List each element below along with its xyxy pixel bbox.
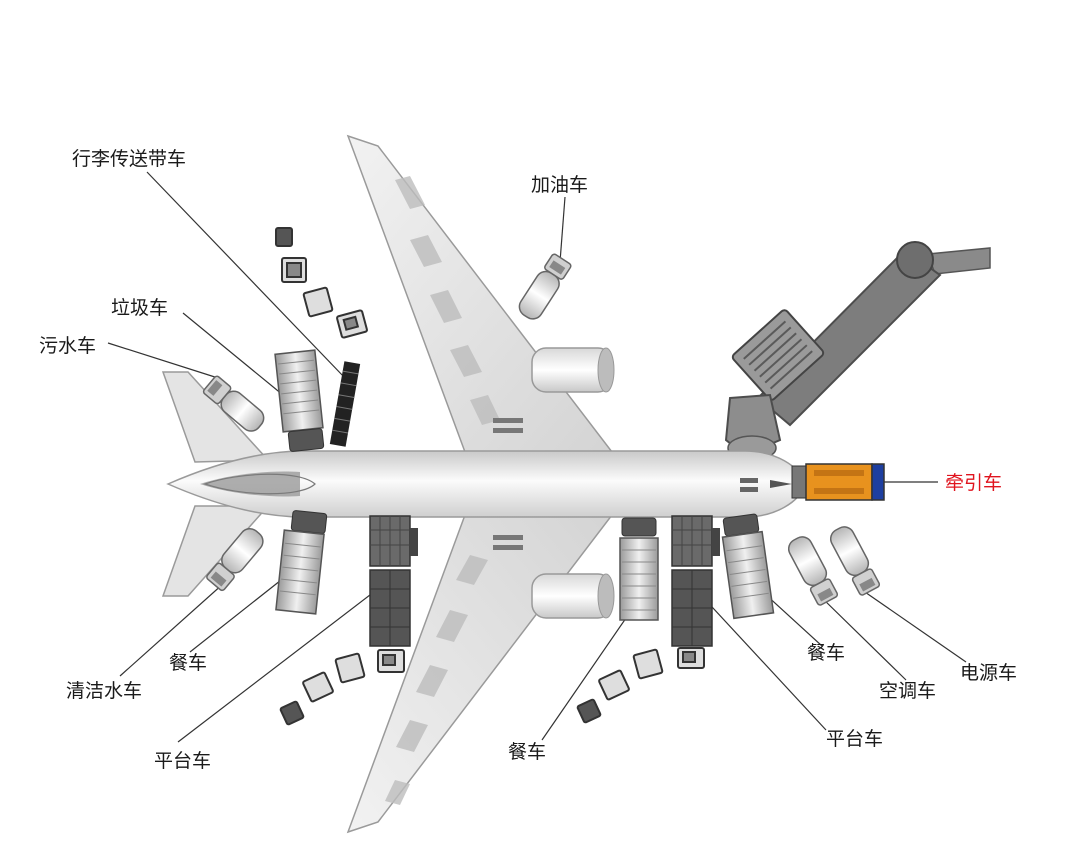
label-catering-truck-right: 餐车 <box>807 642 846 664</box>
label-power-truck: 电源车 <box>960 662 1018 684</box>
fuselage <box>166 450 806 518</box>
baggage-cart-train-left <box>279 649 405 726</box>
boarding-bridge <box>724 241 991 461</box>
baggage-cart-train-top <box>275 227 368 339</box>
label-catering-truck-middle: 餐车 <box>508 741 547 763</box>
leader-lines <box>107 171 967 743</box>
label-sewage-truck: 污水车 <box>39 335 97 357</box>
label-fuel-truck: 加油车 <box>531 174 589 196</box>
baggage-cart-train-middle <box>576 647 705 724</box>
label-platform-truck-right: 平台车 <box>826 728 884 750</box>
engine-lower <box>531 573 615 619</box>
power-truck <box>829 526 881 596</box>
label-baggage-belt-truck: 行李传送带车 <box>72 148 187 170</box>
platform-truck-left <box>369 515 418 647</box>
air-conditioning-truck <box>787 536 839 606</box>
label-air-conditioning-truck: 空调车 <box>879 680 937 702</box>
label-tow-truck: 牵引车 <box>945 472 1003 494</box>
catering-truck-left <box>275 510 328 615</box>
catering-truck-middle <box>619 517 659 621</box>
engine-upper <box>531 347 615 393</box>
catering-truck-right <box>721 513 775 620</box>
clean-water-truck <box>206 528 264 592</box>
baggage-belt-loader <box>329 361 361 447</box>
sewage-truck <box>202 375 265 432</box>
label-clean-water-truck: 清洁水车 <box>66 680 143 702</box>
platform-truck-right <box>671 515 720 647</box>
garbage-truck <box>274 349 325 452</box>
label-garbage-truck: 垃圾车 <box>111 297 169 319</box>
label-platform-truck-left: 平台车 <box>154 750 212 772</box>
label-catering-truck-left: 餐车 <box>169 652 208 674</box>
tow-tractor <box>791 463 885 501</box>
fuel-truck <box>518 253 572 320</box>
